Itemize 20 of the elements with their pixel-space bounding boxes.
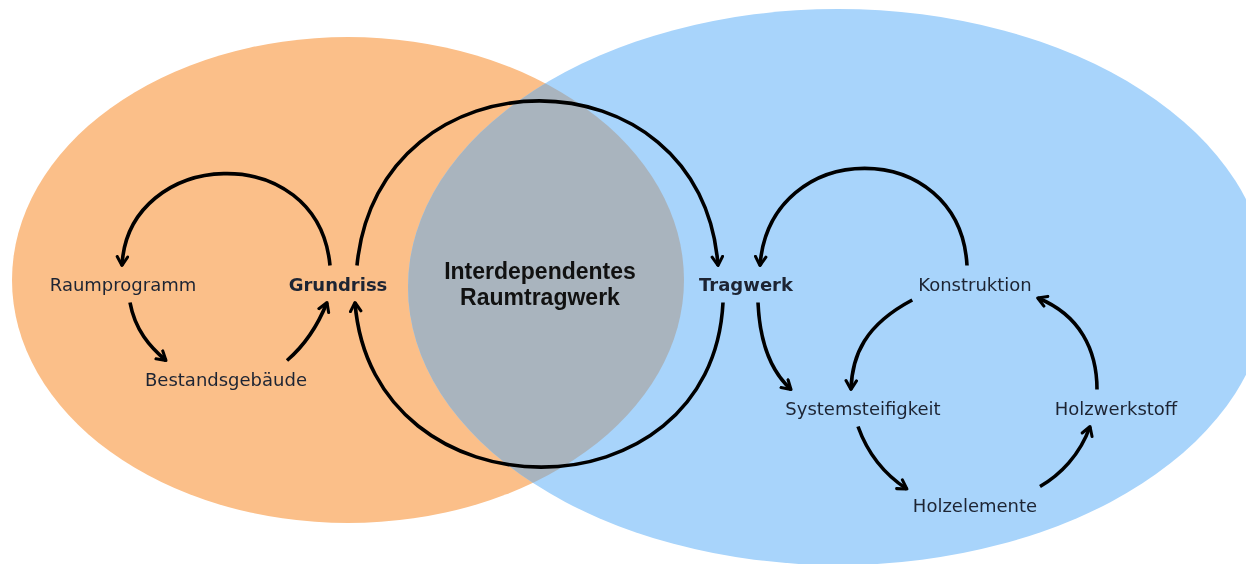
arrow <box>285 301 330 362</box>
center-label: Interdependentes Raumtragwerk <box>443 257 637 311</box>
arrow <box>355 99 723 267</box>
arrow <box>350 301 725 469</box>
arrow <box>755 166 969 267</box>
node-label: Grundriss <box>288 273 388 295</box>
arrow <box>1036 295 1099 390</box>
node-label: Konstruktion <box>918 273 1032 295</box>
arrow <box>856 425 909 491</box>
node-label: Holzwerkstoff <box>1054 397 1178 419</box>
arrow <box>128 302 168 362</box>
arrow <box>756 302 793 391</box>
node-label: Holzelemente <box>912 494 1038 516</box>
node-label: Systemsteifigkeit <box>785 397 941 419</box>
arrow <box>1039 425 1094 489</box>
node-label: Raumprogramm <box>49 273 197 295</box>
arrow <box>844 298 914 391</box>
node-label: Bestandsgebäude <box>145 368 307 390</box>
arrow <box>116 171 332 267</box>
node-label: Tragwerk <box>699 273 793 295</box>
